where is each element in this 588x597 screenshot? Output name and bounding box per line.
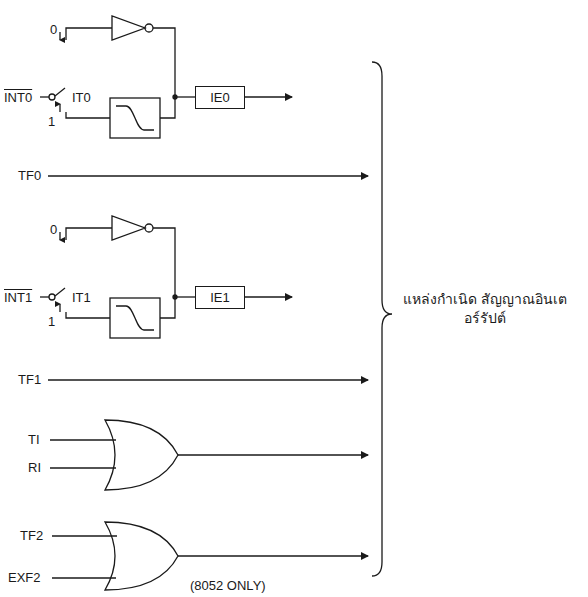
- group-caption: แหล่งกำเนิด สัญญาณอินเตอร์รัปต์: [400, 290, 570, 328]
- tf1-line: [48, 379, 368, 380]
- switch-position: 0: [50, 22, 57, 37]
- switch-position: 1: [48, 314, 55, 329]
- signal-name: TF2: [20, 528, 43, 543]
- int1-circuit: [40, 216, 292, 338]
- signal-name: INT1: [4, 290, 32, 305]
- flag-name: IE1: [204, 290, 236, 305]
- signal-name: TF1: [18, 372, 41, 387]
- flag-name: IE0: [204, 90, 236, 105]
- control-bit: IT0: [72, 90, 91, 105]
- signal-name: INT0: [4, 90, 32, 105]
- or-gate: [50, 420, 368, 490]
- signal-name: TI: [28, 432, 40, 447]
- signal-name: EXF2: [8, 570, 41, 585]
- flag-box: IE1: [195, 286, 245, 309]
- note: (8052 ONLY): [190, 578, 266, 593]
- tf0-line: [48, 175, 368, 176]
- control-bit: IT1: [72, 290, 91, 305]
- switch-position: 1: [48, 114, 55, 129]
- brace: [372, 62, 392, 576]
- switch-position: 0: [50, 222, 57, 237]
- signal-name: RI: [28, 460, 41, 475]
- int0-circuit: [40, 16, 292, 138]
- flag-box: IE0: [195, 86, 245, 109]
- signal-name: TF0: [18, 168, 41, 183]
